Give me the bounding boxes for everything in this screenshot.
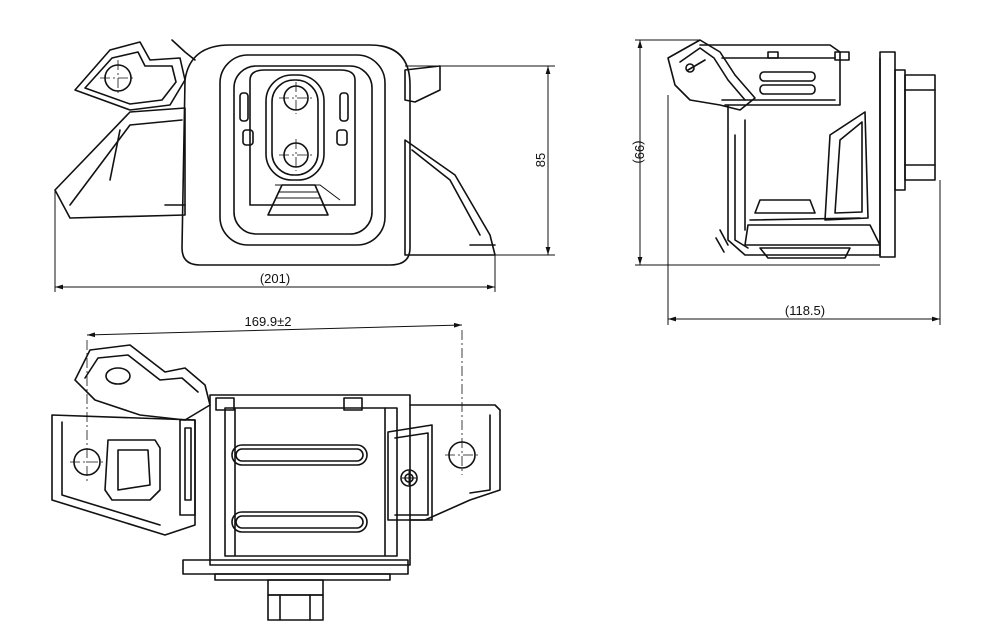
side-view: (99) (118.5) [632, 39, 941, 325]
top-view: 169.9±2 [51, 314, 501, 621]
front-width-dimension: (201) [260, 271, 290, 286]
front-height-dimension: 85 [533, 153, 548, 167]
front-view: 85 (201) [54, 39, 555, 292]
hole-spacing-dimension: 169.9±2 [245, 314, 292, 329]
side-height-dimension: (99) [632, 140, 647, 163]
side-width-dimension: (118.5) [785, 303, 825, 318]
